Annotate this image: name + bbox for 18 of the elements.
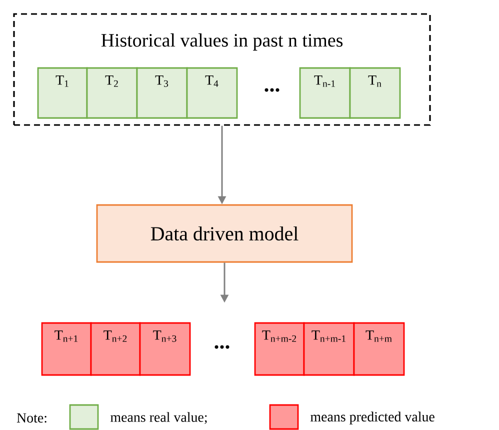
value-cell: T$_{n+1}$ (41, 322, 92, 376)
value-cell: T$_{4}$ (186, 67, 238, 119)
value-cell: T$_{n-1}$ (299, 67, 351, 119)
note-label: Note: (16, 413, 46, 423)
value-cell: T$_{3}$ (136, 67, 188, 119)
ellipsis: ... (264, 88, 280, 92)
value-cell: T$_{n+m}$ (353, 322, 405, 376)
value-cell: T$_{n+2}$ (90, 322, 141, 376)
value-cell: T$_{n+m-2}$ (254, 322, 305, 376)
value-cell: T$_{n}$ (349, 67, 401, 119)
value-cell: T$_{1}$ (37, 67, 88, 119)
legend-label: means predicted value (310, 412, 434, 424)
legend-label: means real value; (110, 412, 207, 424)
ellipsis: ... (214, 345, 230, 349)
value-cell: T$_{n+3}$ (139, 322, 191, 376)
value-cell: T$_{2}$ (86, 67, 138, 119)
value-cell: T$_{n+m-1}$ (303, 322, 355, 376)
model-box: Data driven model (96, 204, 353, 263)
